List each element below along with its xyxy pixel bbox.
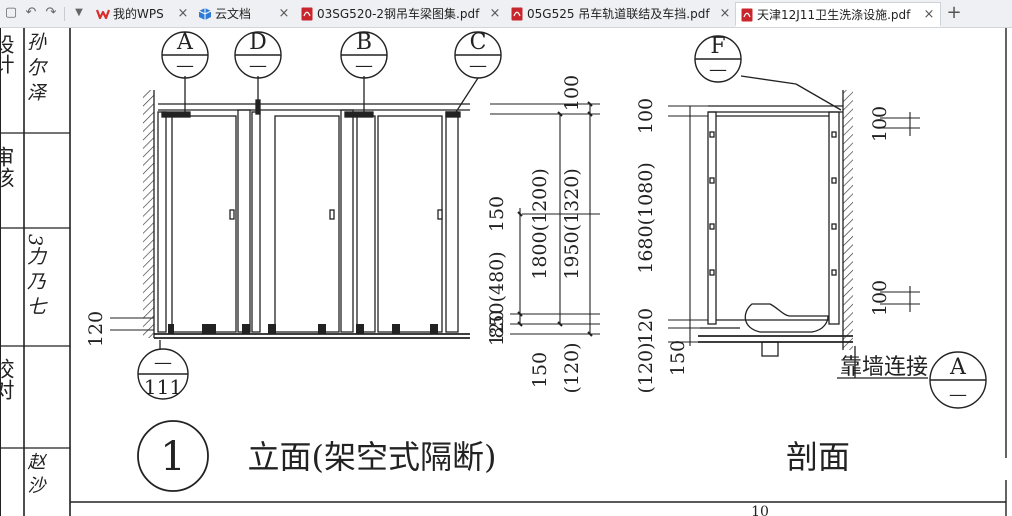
cloud-docs-icon	[198, 8, 212, 20]
callout-sub: —	[176, 55, 194, 76]
dim-text: 150	[486, 196, 508, 232]
callout-sub: —	[949, 384, 967, 405]
dim-text: 850(480)	[486, 251, 508, 338]
callout-sub: —	[709, 59, 727, 80]
section-title: 剖面	[786, 438, 850, 476]
dim-text: 150	[667, 340, 689, 376]
page-number: 10	[751, 504, 769, 516]
title-block-role: 校对	[0, 358, 15, 400]
tab-close-icon[interactable]: ×	[489, 6, 501, 21]
dim-text: (120)	[561, 342, 583, 393]
callout-sub: —	[249, 55, 267, 76]
dim-text: 100	[869, 280, 891, 316]
elevation-dimensions	[110, 101, 600, 337]
dim-text: 1800(1200)	[529, 168, 551, 280]
undo-icon[interactable]: ↶	[25, 5, 37, 20]
pdf-page-view: 设计 孙 尔 泽 审核 3力 乃 七 校对 赵 沙	[0, 28, 1012, 516]
callout-label: D	[249, 30, 267, 55]
dim-text: 100	[561, 75, 583, 111]
technical-drawing: 设计 孙 尔 泽 审核 3力 乃 七 校对 赵 沙	[0, 28, 1007, 516]
elevation-drawing	[143, 76, 479, 350]
callout-label: C	[470, 30, 487, 55]
dim-text: 1950(1320)	[561, 168, 583, 280]
tab-label: 我的WPS	[113, 7, 164, 21]
callout-label: A	[949, 355, 967, 380]
tab-close-icon[interactable]: ×	[177, 6, 189, 21]
tab-label: 天津12J11卫生洗涤设施.pdf	[757, 8, 911, 22]
title-block: 设计 孙 尔 泽 审核 3力 乃 七 校对 赵 沙	[0, 28, 71, 516]
pdf-icon	[301, 7, 313, 21]
section-drawing	[698, 75, 928, 379]
new-tab-button[interactable]: +	[946, 2, 962, 23]
dim-text: (120)	[635, 342, 657, 393]
dropdown-icon[interactable]: ▼	[75, 7, 83, 18]
callout-label: A	[176, 30, 194, 55]
tab-close-icon[interactable]: ×	[278, 6, 290, 21]
tab-label: 03SG520-2钢吊车梁图集.pdf	[317, 7, 480, 21]
title-block-role: 设计	[0, 34, 15, 74]
tab-label: 05G525 吊车轨道联结及车挡.pdf	[527, 7, 710, 21]
pdf-icon	[741, 8, 753, 22]
tab-close-icon[interactable]: ×	[923, 7, 935, 22]
section-dimensions	[668, 105, 920, 346]
callout-circles	[137, 31, 987, 492]
divider	[64, 7, 65, 21]
app-menu-icon[interactable]: ▢	[4, 5, 18, 20]
wps-logo-icon	[96, 9, 110, 20]
wall-connection-label: 靠墙连接	[840, 355, 928, 380]
callout-sub: —	[355, 55, 373, 76]
tab-cloud-docs[interactable]: 云文档 ×	[194, 2, 296, 27]
callout-sub: —	[154, 352, 172, 373]
tab-label: 云文档	[215, 7, 252, 21]
tab-bar: ▢ ↶ ↷ ▼ 我的WPS × 云文档 × 03SG520-2钢吊车梁图集.pd…	[0, 0, 1012, 28]
title-block-role: 审核	[0, 146, 15, 188]
redo-icon[interactable]: ↷	[45, 5, 57, 20]
detail-ref-number: 111	[144, 375, 182, 399]
tab-pdf-03sg520[interactable]: 03SG520-2钢吊车梁图集.pdf ×	[296, 2, 506, 27]
dim-text: 120	[635, 308, 657, 344]
title-block-signature: 孙 尔 泽	[24, 32, 47, 101]
dim-text: 100	[869, 106, 891, 142]
pdf-icon	[511, 7, 523, 21]
tab-my-wps[interactable]: 我的WPS ×	[92, 2, 194, 27]
title-block-signature: 3力 乃 七	[24, 234, 46, 315]
tab-close-icon[interactable]: ×	[719, 6, 731, 21]
tab-pdf-12j11[interactable]: 天津12J11卫生洗涤设施.pdf ×	[735, 2, 941, 27]
callout-sub: —	[469, 55, 487, 76]
callout-label: B	[356, 30, 372, 55]
callout-label: F	[710, 34, 725, 59]
tab-pdf-05g525[interactable]: 05G525 吊车轨道联结及车挡.pdf ×	[506, 2, 734, 27]
title-block-signature: 赵 沙	[25, 452, 46, 494]
dim-text: 100	[635, 98, 657, 134]
drawing-number: 1	[160, 434, 185, 480]
dim-text: 120	[486, 310, 508, 346]
dim-text: 120	[85, 311, 107, 347]
dim-text: 1680(1080)	[635, 162, 657, 274]
dim-text: 150	[529, 352, 551, 388]
elevation-title: 立面(架空式隔断)	[248, 438, 497, 476]
